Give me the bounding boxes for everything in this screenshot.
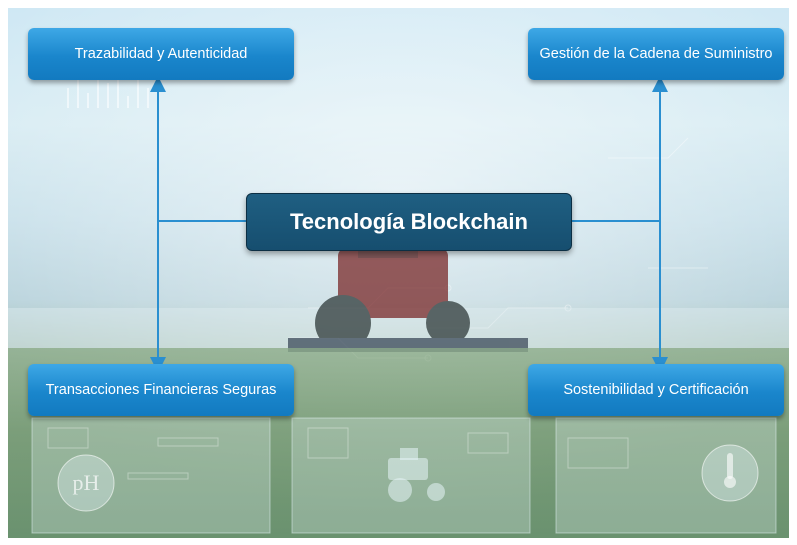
ph-icon: pH — [72, 470, 100, 495]
node-sostenibilidad: Sostenibilidad y Certificación — [528, 364, 784, 416]
node-transacciones: Transacciones Financieras Seguras — [28, 364, 294, 416]
node-trazabilidad: Trazabilidad y Autenticidad — [28, 28, 294, 80]
center-node-blockchain: Tecnología Blockchain — [246, 193, 572, 251]
node-cadena-suministro: Gestión de la Cadena de Suministro — [528, 28, 784, 80]
background-illustration — [8, 8, 789, 538]
diagram-canvas: pH Trazabilidad y Autenticidad Gestión d… — [8, 8, 789, 538]
